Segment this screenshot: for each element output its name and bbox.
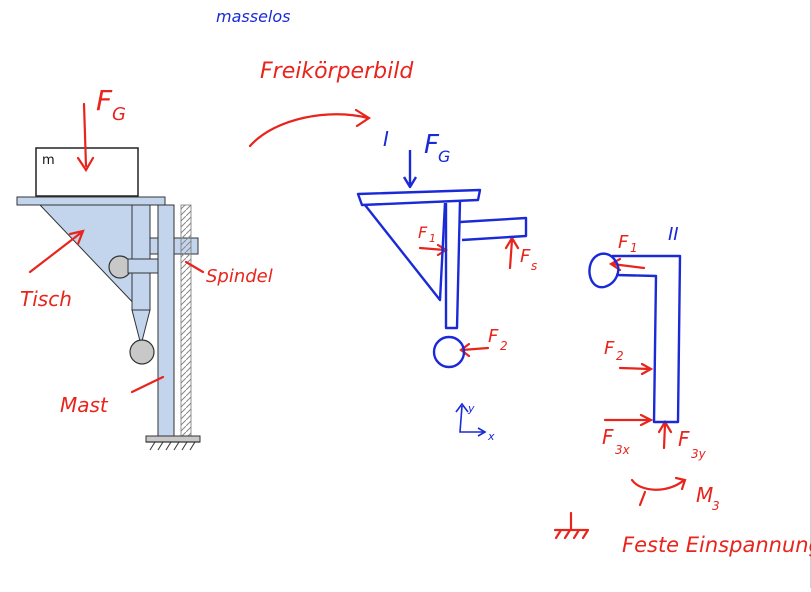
table-plate bbox=[16, 196, 166, 206]
svg-text:F: F bbox=[602, 425, 614, 449]
mast bbox=[157, 204, 175, 441]
fg-label-part1: F bbox=[424, 130, 440, 160]
axis-x-label: x bbox=[487, 430, 495, 443]
machine-drawing: m bbox=[16, 147, 201, 451]
free-body-part-1 bbox=[356, 150, 528, 369]
svg-text:F: F bbox=[678, 427, 690, 451]
svg-text:3: 3 bbox=[712, 499, 720, 513]
fg-arrow-left bbox=[76, 102, 95, 173]
table-wedge bbox=[131, 309, 151, 346]
svg-text:3y: 3y bbox=[691, 447, 707, 461]
blue-text: masselos I F G II bbox=[216, 7, 679, 245]
svg-text:1: 1 bbox=[630, 241, 638, 255]
svg-text:F: F bbox=[604, 338, 615, 359]
part-1-label: I bbox=[383, 127, 389, 151]
svg-text:G: G bbox=[438, 147, 450, 166]
svg-text:3x: 3x bbox=[615, 443, 631, 457]
svg-text:2: 2 bbox=[616, 349, 624, 363]
fg-label-left: F bbox=[96, 84, 113, 117]
spindel-pointer bbox=[184, 260, 205, 274]
coordinate-system bbox=[455, 402, 487, 437]
free-body-part-2 bbox=[588, 252, 682, 424]
svg-text:F: F bbox=[618, 232, 629, 253]
svg-text:F: F bbox=[418, 223, 428, 242]
svg-text:G: G bbox=[112, 104, 126, 125]
axis-y-label: y bbox=[467, 402, 475, 415]
red-annotations bbox=[28, 102, 687, 540]
feste-einspannung-text: Feste Einspannung bbox=[622, 533, 811, 557]
freikoerperbild-arrow bbox=[248, 108, 372, 148]
red-text: F G Freikörperbild Tisch Spindel Mast F … bbox=[20, 59, 811, 557]
mast-pointer bbox=[130, 375, 165, 394]
tisch-text: Tisch bbox=[20, 287, 72, 311]
lower-wheel bbox=[129, 339, 155, 365]
spindel-text: Spindel bbox=[206, 266, 273, 287]
svg-text:F: F bbox=[520, 246, 531, 267]
masselos-text: masselos bbox=[216, 7, 290, 26]
mass-label: m bbox=[42, 153, 55, 168]
freikoerperbild-text: Freikörperbild bbox=[260, 59, 414, 84]
spindle bbox=[180, 204, 192, 441]
mass-block bbox=[35, 147, 139, 197]
svg-text:F: F bbox=[488, 326, 499, 347]
mast-text: Mast bbox=[60, 393, 109, 417]
svg-text:M: M bbox=[696, 483, 713, 507]
tisch-pointer bbox=[28, 229, 85, 274]
svg-text:1: 1 bbox=[429, 232, 436, 245]
part-2-label: II bbox=[668, 224, 679, 245]
svg-text:s: s bbox=[531, 259, 537, 273]
base-plate bbox=[145, 435, 201, 443]
svg-text:2: 2 bbox=[500, 339, 508, 353]
table-arm bbox=[131, 204, 151, 311]
